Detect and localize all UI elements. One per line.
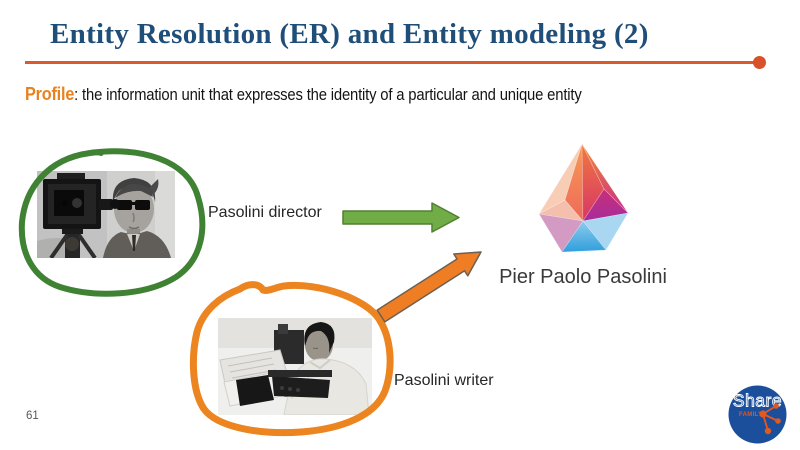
network-nodes-icon: [759, 403, 781, 435]
profile-definition: Profile: the information unit that expre…: [25, 84, 582, 105]
pasolini-director-photo: [37, 171, 175, 258]
resolved-entity-name: Pier Paolo Pasolini: [499, 266, 667, 288]
profile-definition-text: : the information unit that expresses th…: [74, 86, 582, 104]
orange-arrow: [376, 251, 482, 323]
profile-term: Profile: [25, 84, 75, 104]
logo-circle: [728, 385, 787, 444]
gem-diamond-icon: [538, 143, 629, 253]
share-family-logo: Share FAMILY: [728, 385, 787, 444]
director-label: Pasolini director: [208, 204, 322, 221]
logo-family-text: FAMILY: [739, 412, 762, 418]
slide-title: Entity Resolution (ER) and Entity modeli…: [50, 18, 649, 50]
title-divider-dot: [753, 56, 766, 69]
pasolini-writer-photo: [218, 318, 372, 415]
logo-share-text: Share: [733, 391, 782, 411]
page-number: 61: [26, 410, 39, 422]
writer-label: Pasolini writer: [394, 372, 494, 389]
title-divider-line: [25, 61, 758, 64]
green-arrow: [342, 202, 460, 233]
